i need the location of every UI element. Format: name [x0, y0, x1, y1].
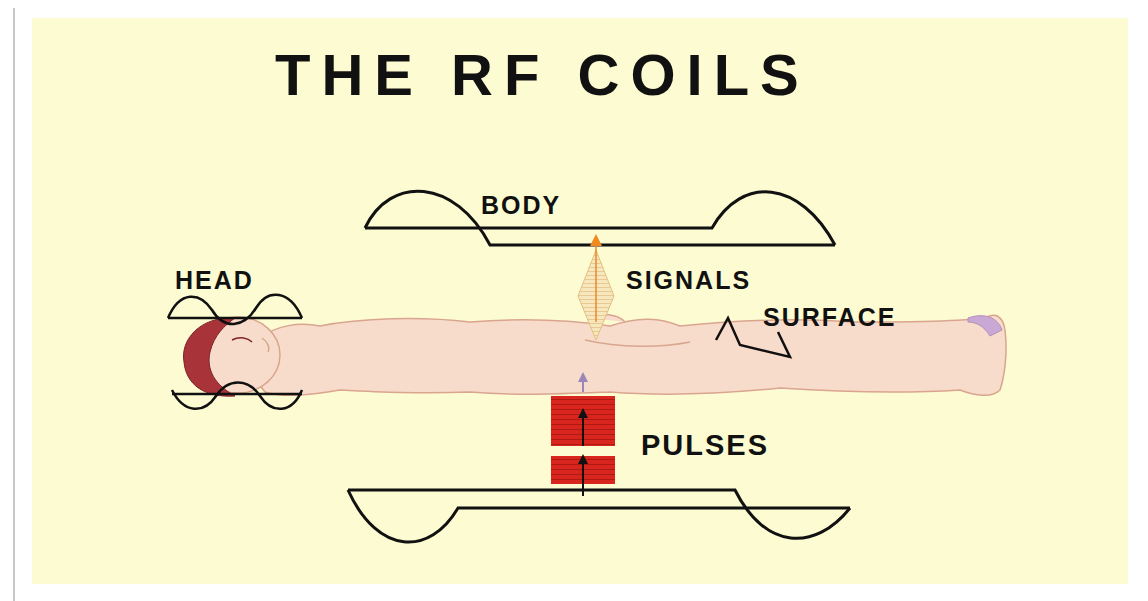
diagram-title: THE RF COILS [275, 46, 810, 104]
pulse-label: PULSES [641, 431, 769, 460]
coil-label: BODY [481, 193, 561, 218]
rf-pulses [551, 372, 615, 496]
head-coil [168, 295, 302, 409]
body-coil-top [365, 191, 835, 245]
signal-emission [578, 234, 614, 340]
signal-label: SIGNALS [626, 268, 751, 293]
body-coil-bottom [348, 490, 850, 542]
coil-label: HEAD [175, 268, 254, 293]
coil-label: SURFACE [763, 305, 896, 330]
